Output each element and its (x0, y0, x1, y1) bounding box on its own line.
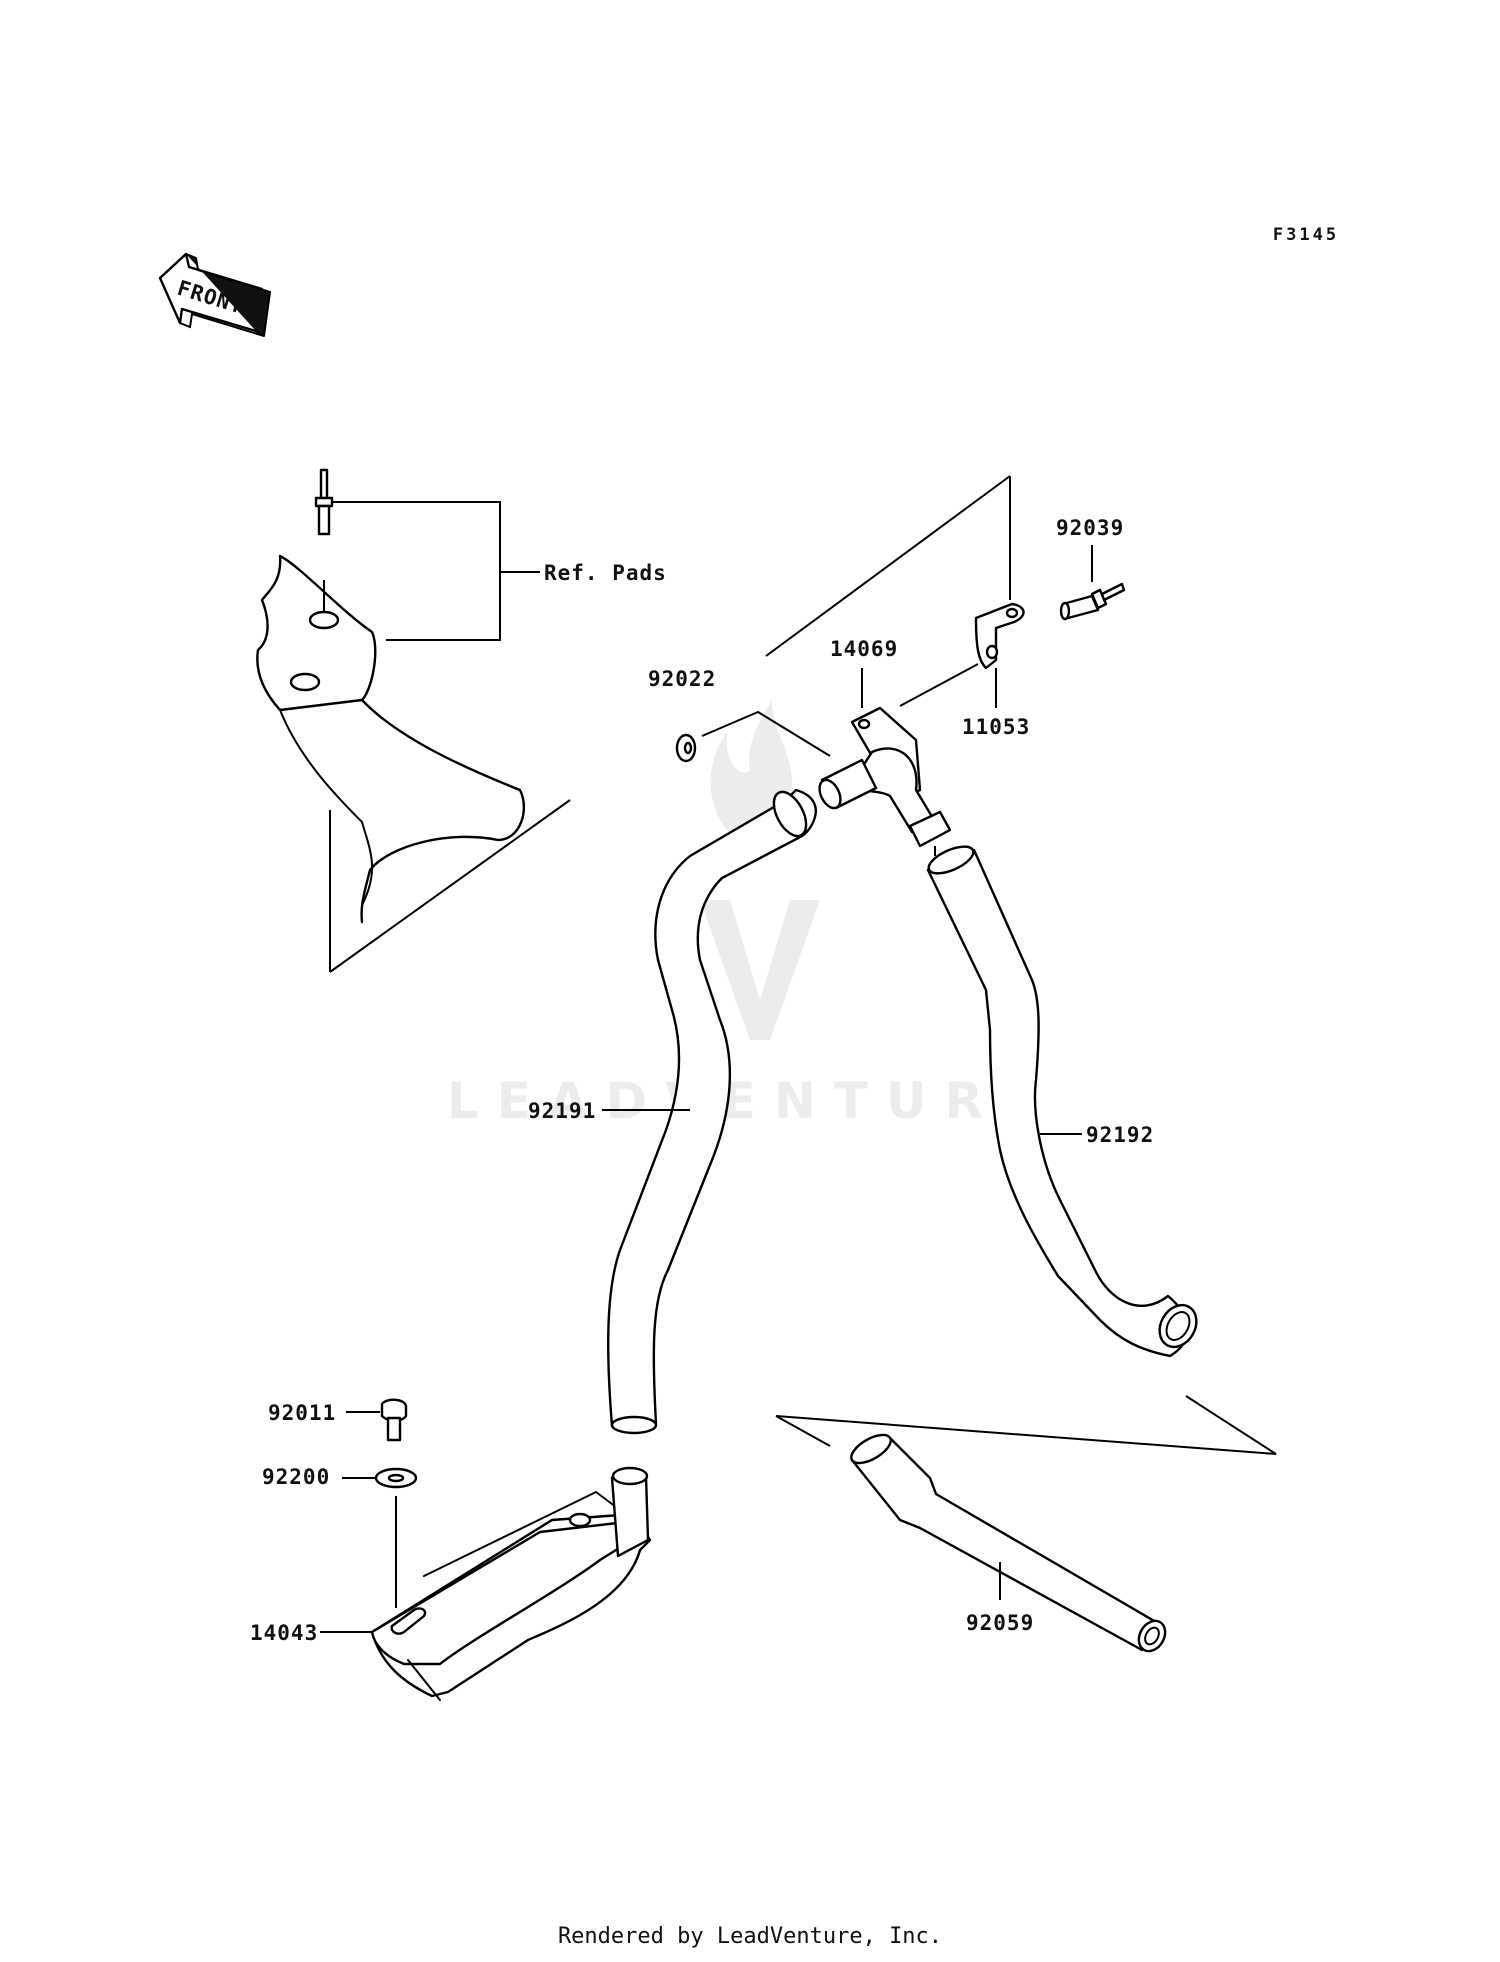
callout-14043: 14043 (250, 1621, 318, 1645)
ref-pads-assembly: Ref. Pads (256, 468, 667, 973)
diagram-code: F3145 (1273, 225, 1339, 245)
callout-11053: 11053 (962, 715, 1030, 739)
part-92011: 92011 (268, 1398, 408, 1442)
callout-92011: 92011 (268, 1401, 336, 1425)
part-92022: 92022 (648, 667, 716, 763)
part-92059: 92059 (850, 1433, 1167, 1653)
part-11053: 11053 (899, 602, 1030, 739)
front-arrow-icon: FRONT (158, 252, 271, 337)
callout-92191: 92191 (528, 1099, 596, 1123)
callout-92022: 92022 (648, 667, 716, 691)
callout-ref-pads: Ref. Pads (544, 561, 667, 585)
callout-92192: 92192 (1086, 1123, 1154, 1147)
watermark-text: LEADVENTURE (447, 1072, 1053, 1130)
part-92191: 92191 (528, 788, 817, 1435)
callout-14069: 14069 (830, 637, 898, 661)
footer-credit: Rendered by LeadVenture, Inc. (557, 1924, 943, 1949)
part-92192: 92192 (926, 845, 1198, 1358)
part-92200: 92200 (262, 1465, 418, 1608)
callout-92059: 92059 (966, 1611, 1034, 1635)
part-14069: 14069 (701, 637, 952, 856)
callout-92039: 92039 (1056, 516, 1124, 540)
part-14043: 14043 (250, 1466, 652, 1701)
part-92039: 92039 (1056, 516, 1126, 621)
callout-92200: 92200 (262, 1465, 330, 1489)
